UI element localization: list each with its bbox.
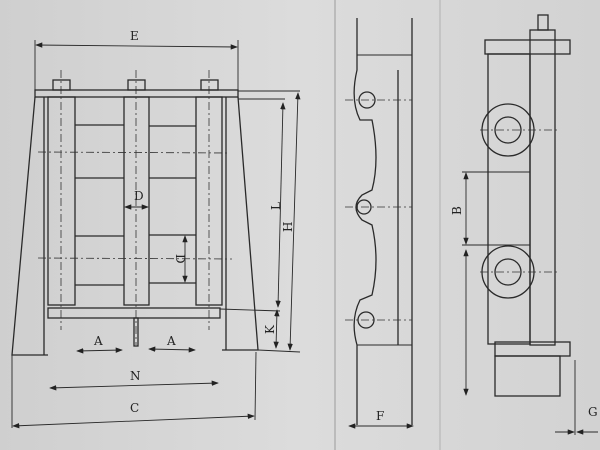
pin-hole-top xyxy=(358,91,376,109)
label-H: H xyxy=(281,222,295,232)
front-view: E D D A A N C L H K xyxy=(11,29,301,429)
crossbars xyxy=(75,124,196,286)
roller-center xyxy=(123,70,150,347)
label-A-right: A xyxy=(166,334,176,348)
label-N: N xyxy=(130,369,141,383)
label-L: L xyxy=(269,202,283,210)
roller-right xyxy=(195,70,223,330)
label-A-left: A xyxy=(93,334,103,348)
label-D-horizontal: D xyxy=(134,189,144,203)
label-D-vertical: D xyxy=(173,254,187,264)
roller-left xyxy=(47,70,76,330)
dimension-E xyxy=(35,42,238,50)
bottom-plate xyxy=(47,307,221,319)
label-F: F xyxy=(376,409,384,423)
label-C: C xyxy=(130,401,139,415)
side-view: F xyxy=(345,18,414,429)
section-view: B G xyxy=(450,14,598,435)
label-B: B xyxy=(450,206,464,215)
label-G: G xyxy=(588,405,598,419)
label-K: K xyxy=(263,324,277,334)
label-E: E xyxy=(130,29,139,43)
